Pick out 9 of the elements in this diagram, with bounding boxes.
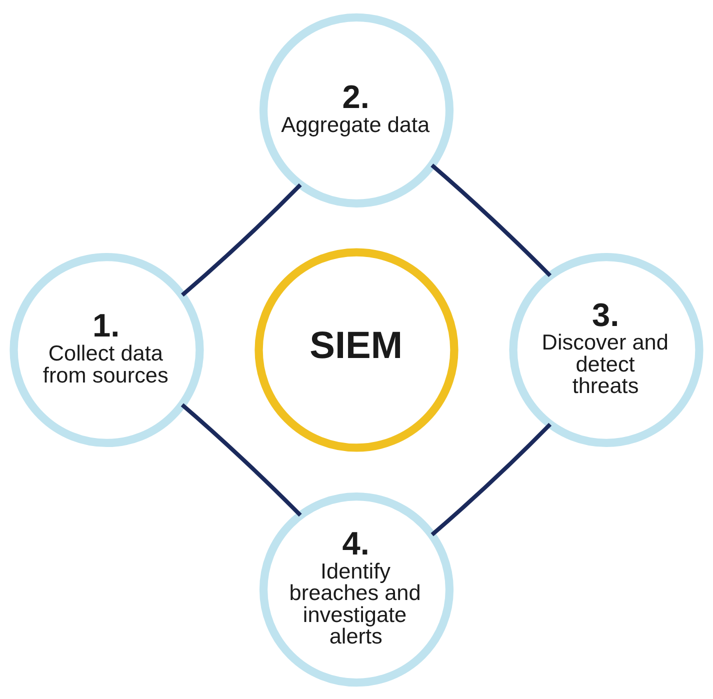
node-circle: SIEM [254,248,458,452]
connector [430,163,552,277]
connector [181,182,302,296]
connector [180,402,302,516]
node-circle: 1. Collect data from sources [10,252,204,447]
node-circle: 3. Discover and detect threats [509,252,704,447]
node-circle: 4. Identify breaches and investigate alerts [259,492,454,686]
connector [430,422,552,536]
node-circle: 2. Aggregate data [259,12,454,207]
